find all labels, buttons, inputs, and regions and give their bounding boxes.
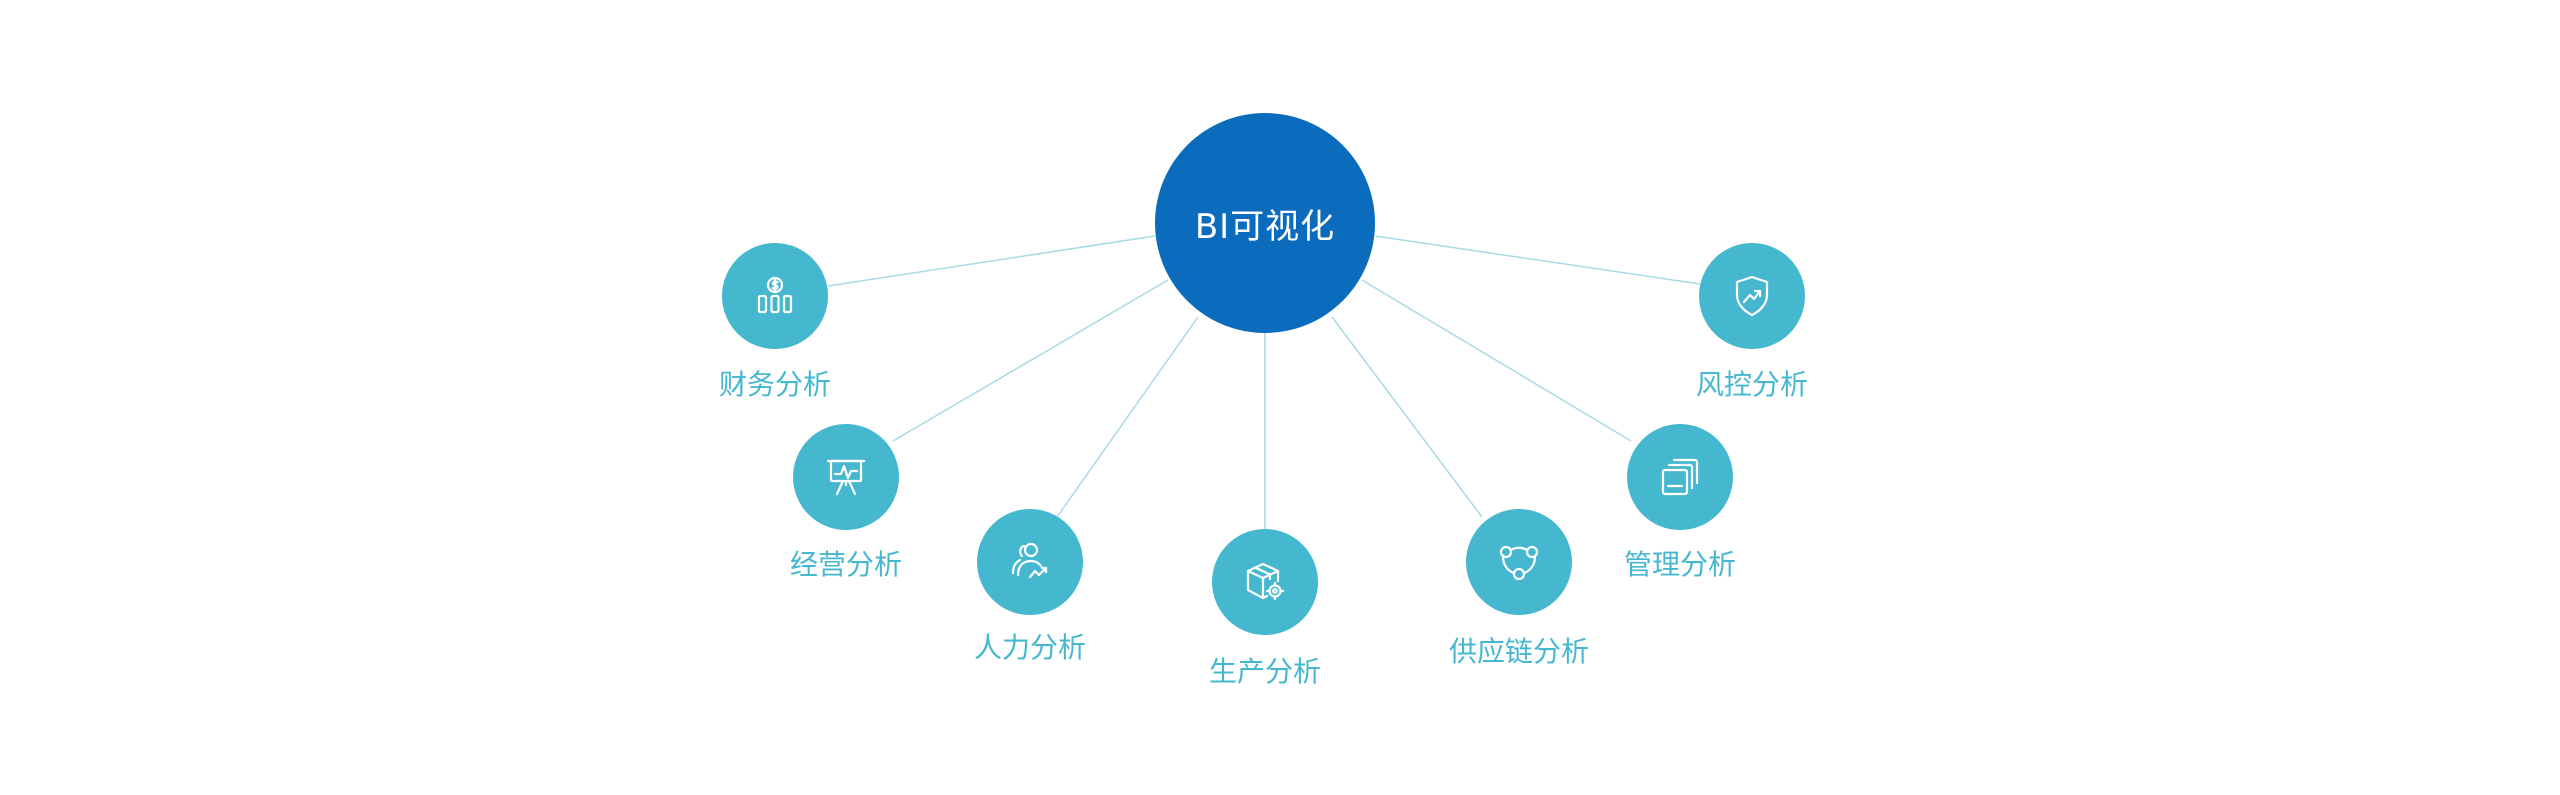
label-production: 生产分析: [1208, 655, 1321, 688]
shield-trend-icon: [1735, 275, 1769, 317]
link-operation: [892, 279, 1169, 442]
node-management[interactable]: [1627, 424, 1733, 530]
network-nodes-icon: [1499, 545, 1539, 581]
node-risk[interactable]: [1699, 243, 1805, 349]
presentation-board-icon: [826, 459, 866, 496]
node-operation[interactable]: [793, 424, 899, 530]
link-supply: [1331, 316, 1483, 518]
label-finance: 财务分析: [718, 368, 831, 401]
center-node[interactable]: BI可视化: [1155, 113, 1375, 333]
box-gear-icon: [1246, 562, 1285, 601]
node-supply[interactable]: [1466, 509, 1572, 615]
link-risk: [1374, 235, 1701, 285]
node-finance[interactable]: [722, 243, 828, 349]
center-label: BI可视化: [1194, 206, 1336, 247]
label-hr: 人力分析: [973, 631, 1086, 664]
node-production[interactable]: [1212, 529, 1318, 635]
label-risk: 风控分析: [1695, 368, 1808, 401]
label-supply: 供应链分析: [1448, 635, 1589, 668]
link-hr: [1056, 316, 1199, 518]
label-management: 管理分析: [1623, 548, 1736, 581]
node-hr[interactable]: [977, 509, 1083, 615]
people-trend-icon: [1011, 542, 1048, 579]
stacked-cards-icon: [1661, 458, 1699, 496]
label-operation: 经营分析: [789, 548, 902, 581]
link-finance: [827, 235, 1156, 287]
link-management: [1361, 279, 1632, 442]
dollar-bar-chart-icon: [757, 276, 793, 314]
